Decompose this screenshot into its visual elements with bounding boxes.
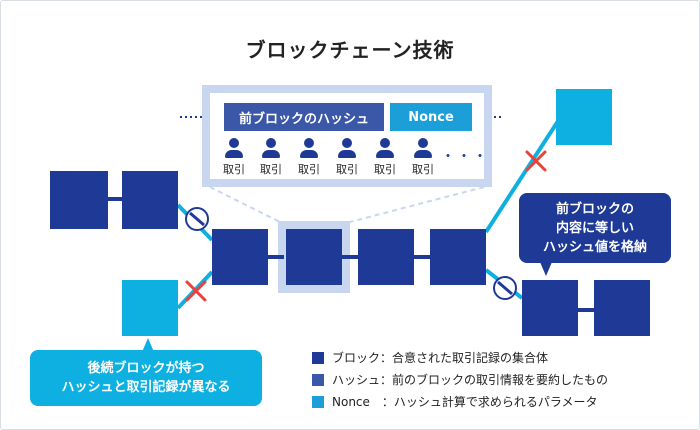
user-icon <box>380 138 390 148</box>
user-icon <box>342 138 352 148</box>
transaction: 取引 <box>219 138 249 177</box>
user-icon <box>418 138 428 148</box>
block-selected <box>286 229 342 285</box>
legend-swatch <box>312 373 324 386</box>
user-icon-body <box>300 150 318 158</box>
diagram-title: ブロックチェーン技術 <box>245 38 455 62</box>
prev-hash-field: 前ブロックのハッシュ <box>224 103 384 131</box>
legend-text: ハッシュ：前のブロックの取引情報を要約したもの <box>332 373 609 387</box>
transaction: 取引 <box>332 138 362 177</box>
transaction-label: 取引 <box>223 163 245 176</box>
callout-tail <box>540 262 552 276</box>
tampered-link-line <box>484 116 562 234</box>
callout-line: 内容に等しい <box>555 220 634 236</box>
zoom-line-right <box>345 186 485 224</box>
legend-text: Nonce ：ハッシュ計算で求められるパラメータ <box>332 395 598 409</box>
nonce-field: Nonce <box>390 103 472 131</box>
callout-line: ハッシュと取引記録が異なる <box>61 380 231 395</box>
zoom-line-left <box>209 186 283 224</box>
block <box>358 229 414 285</box>
broken-link-icon <box>493 276 517 300</box>
transaction: 取引 <box>370 138 400 177</box>
broken-link-icon <box>185 207 209 231</box>
user-icon-body <box>376 150 394 158</box>
user-icon-body <box>225 150 243 158</box>
transaction: 取引 <box>256 138 286 177</box>
callout-line: 前ブロックの <box>555 201 634 217</box>
block <box>50 171 108 229</box>
ellipsis: ・・・ <box>441 149 489 165</box>
callout-tail <box>142 338 154 352</box>
callout-line: ハッシュ値を格納 <box>542 239 647 255</box>
block <box>212 229 268 285</box>
callout-tamper: 後続ブロックが持つ ハッシュと取引記録が異なる <box>30 350 262 406</box>
block <box>522 280 578 336</box>
legend-item-hash: ハッシュ：前のブロックの取引情報を要約したもの <box>312 371 608 388</box>
callout-prev-hash: 前ブロックの 内容に等しい ハッシュ値を格納 <box>519 193 671 263</box>
transaction-label: 取引 <box>412 163 434 176</box>
user-icon <box>229 138 239 148</box>
transaction: 取引 <box>294 138 324 177</box>
user-icon-body <box>414 150 432 158</box>
transaction-label: 取引 <box>374 163 396 176</box>
transaction-label: 取引 <box>298 163 320 176</box>
transaction: 取引 <box>408 138 438 177</box>
block <box>122 171 178 229</box>
legend-swatch <box>312 351 324 364</box>
transaction-label: 取引 <box>260 163 282 176</box>
legend-item-block: ブロック：合意された取引記録の集合体 <box>312 349 548 366</box>
user-icon-body <box>338 150 356 158</box>
user-icon-body <box>262 150 280 158</box>
transaction-label: 取引 <box>336 163 358 176</box>
legend-swatch <box>312 395 324 408</box>
legend-item-nonce: Nonce ：ハッシュ計算で求められるパラメータ <box>312 393 598 410</box>
user-icon <box>266 138 276 148</box>
block <box>430 229 486 285</box>
legend-text: ブロック：合意された取引記録の集合体 <box>332 351 549 365</box>
cross-mark-icon <box>525 150 547 172</box>
tampered-block <box>122 280 178 336</box>
callout-line: 後続ブロックが持つ <box>87 361 205 376</box>
user-icon <box>304 138 314 148</box>
cross-mark-icon <box>185 280 207 302</box>
block <box>594 280 650 336</box>
tampered-block <box>556 89 612 145</box>
